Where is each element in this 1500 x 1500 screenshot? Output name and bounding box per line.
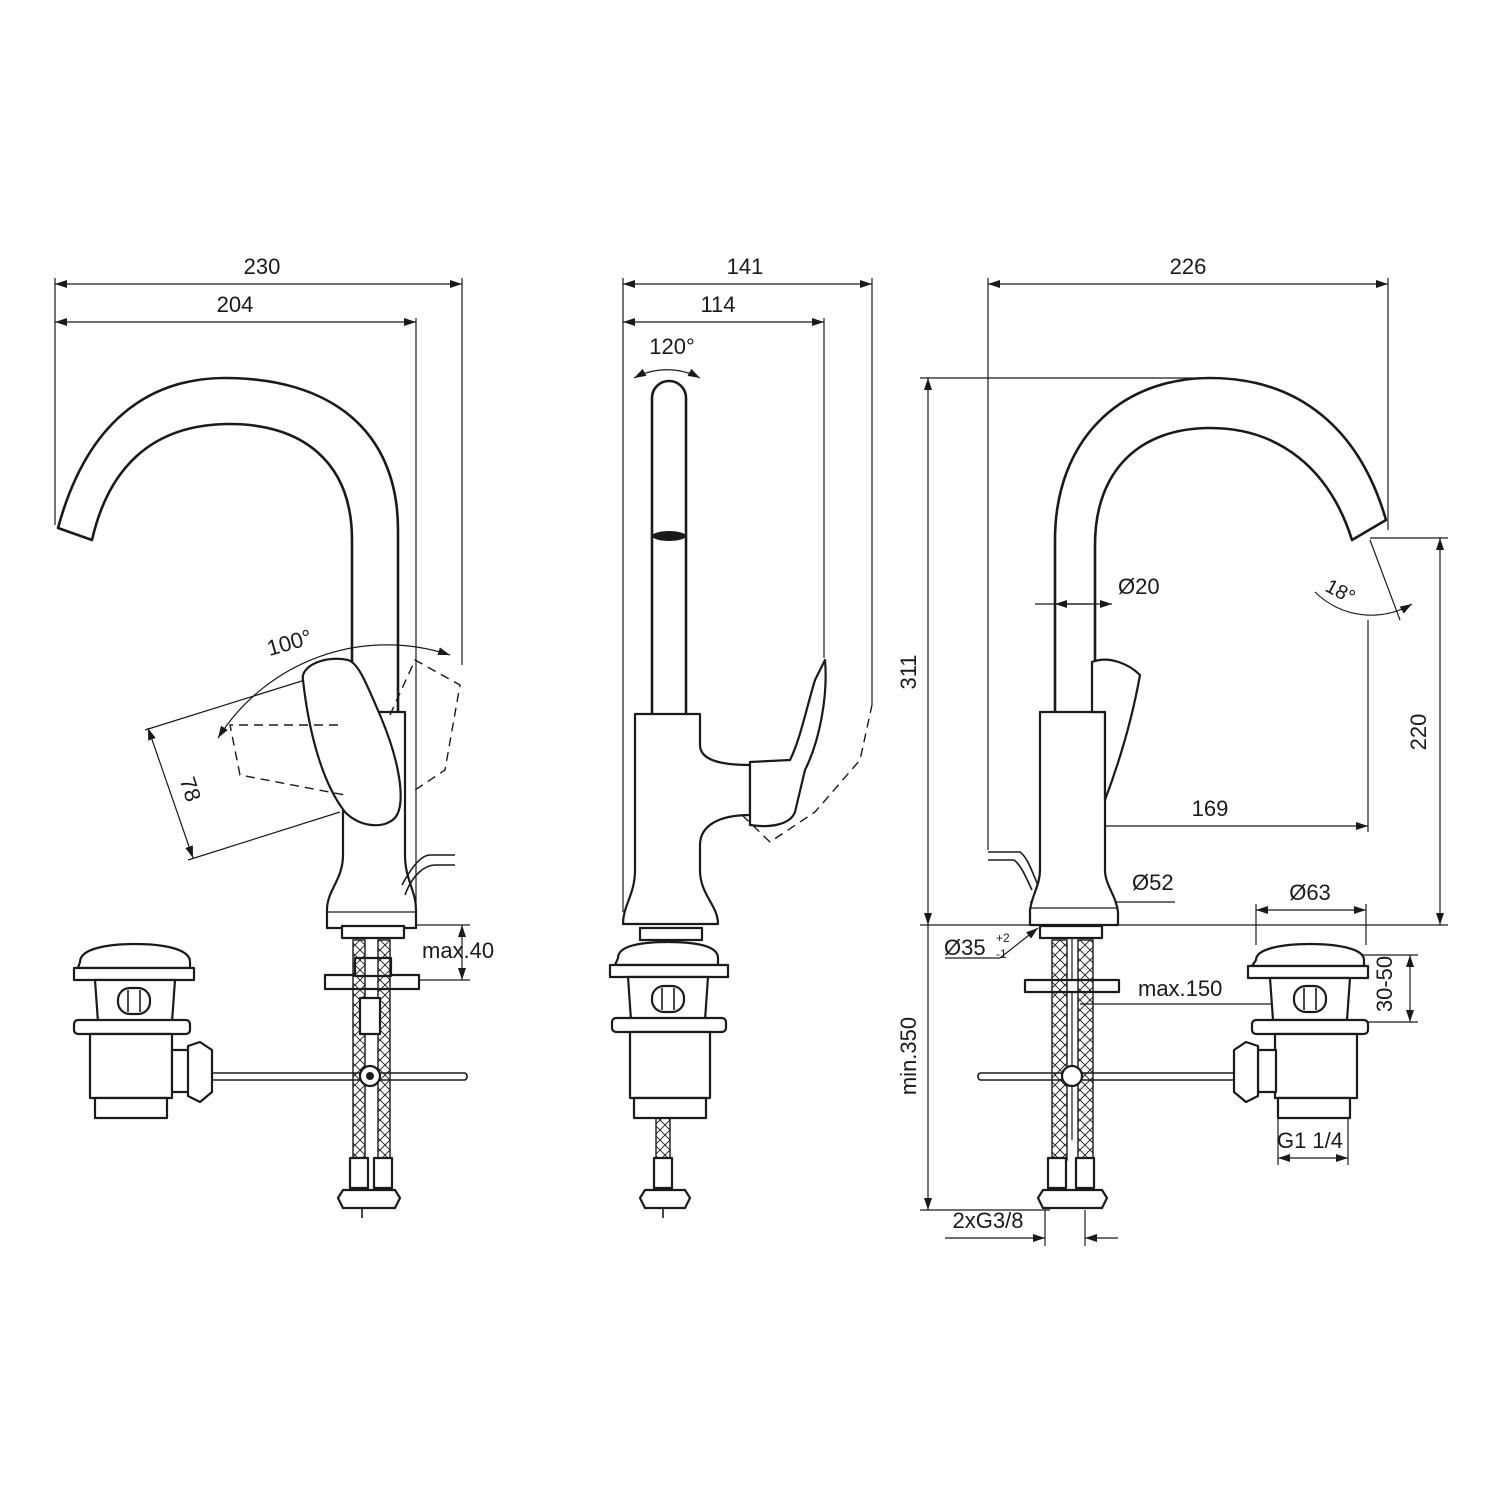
side-dimension-lines [622, 278, 873, 912]
rear-tap-hole-tol-minus: -1 [996, 947, 1007, 961]
front-deck-thickness-label: max.40 [422, 938, 494, 963]
rear-dimension-lines [920, 278, 1448, 1246]
rear-projection-label: 169 [1192, 796, 1229, 821]
rear-hose-connection-label: 2xG3/8 [953, 1208, 1024, 1233]
front-lever-ghost-up [389, 659, 461, 791]
rear-plug-lift-label: 30-50 [1372, 956, 1397, 1012]
front-overall-width-label: 230 [244, 254, 281, 279]
rear-outlet-angle-label: 18° [1321, 575, 1358, 609]
front-lever-angle-label: 100° [264, 624, 315, 661]
side-view: 141 114 120° [608, 254, 873, 1218]
front-tap-body [56, 376, 461, 940]
front-view: 230 204 100° 78 max.40 [54, 254, 494, 1218]
side-lever-ghost [741, 704, 873, 843]
rear-spout-diameter-label: Ø20 [1118, 574, 1160, 599]
front-spout [56, 376, 400, 717]
rear-tap-hole-tol-plus: +2 [996, 931, 1010, 945]
rear-lever [1090, 658, 1142, 802]
front-lever [301, 657, 402, 827]
side-spout-depth-label: 114 [700, 292, 735, 317]
rear-waste-set [1232, 942, 1370, 1120]
rear-hoses [977, 939, 1240, 1210]
rear-pull-rod-length-label: max.150 [1138, 976, 1222, 1001]
front-hoses [323, 939, 421, 1218]
rear-waste-nut [1232, 1040, 1260, 1104]
rear-popup-rod-handle [988, 851, 1039, 891]
rear-body-diameter-label: Ø52 [1132, 870, 1174, 895]
side-overall-depth-label: 141 [727, 254, 764, 279]
front-spout-reach-label: 204 [217, 292, 254, 317]
side-lever [748, 658, 827, 828]
front-lever-length-label: 78 [175, 774, 206, 805]
front-waste-set [72, 942, 468, 1120]
rear-hose-length-label: min.350 [896, 1017, 921, 1095]
rear-waste-thread-label: G1 1/4 [1277, 1128, 1343, 1153]
side-waste-set [608, 940, 730, 1218]
rear-tap-hole-diameter-label: Ø35 [944, 935, 986, 960]
rear-body [1028, 710, 1120, 927]
side-swivel-angle-label: 120° [649, 334, 695, 359]
side-body [621, 712, 752, 926]
side-aerator-mark [652, 531, 686, 541]
rear-tap-body [988, 376, 1388, 940]
front-popup-rod-handle [401, 854, 455, 896]
rear-overall-width-label: 226 [1170, 254, 1207, 279]
rear-spout-clearance-label: 220 [1406, 714, 1431, 751]
front-waste-nut [186, 1040, 214, 1104]
rear-waste-plug-diameter-label: Ø63 [1289, 880, 1331, 905]
side-tap-body [621, 379, 873, 942]
front-lever-ghost-left [229, 724, 346, 796]
rear-view: 226 311 Ø20 18° 220 169 Ø52 Ø63 Ø35 +2 -… [896, 254, 1448, 1246]
side-spout [650, 379, 688, 717]
rear-spout [1053, 376, 1388, 717]
front-waste-plug-cap [76, 942, 192, 970]
front-dimension-lines [54, 278, 470, 981]
rear-height-label: 311 [896, 654, 921, 689]
